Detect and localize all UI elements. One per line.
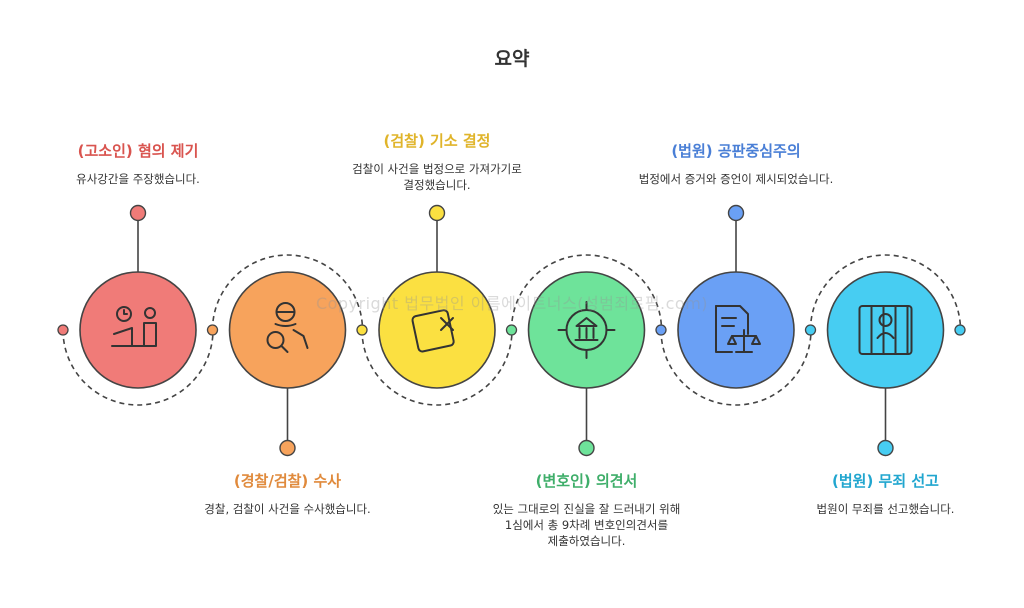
junction-dot [655, 324, 667, 336]
description-line: 결정했습니다. [403, 178, 471, 192]
courthouse-target-icon-part [557, 301, 616, 359]
step-circle [826, 271, 945, 389]
stem-dot [877, 439, 894, 457]
person-at-desk-icon-part [116, 306, 132, 322]
junction-dot [206, 324, 219, 336]
description-line: 경찰, 검찰이 사건을 수사했습니다. [204, 502, 371, 516]
person-at-desk-icon-part [143, 322, 157, 347]
stem-dot [129, 204, 147, 222]
step-title: (법원) 무죄 선고 [832, 472, 939, 490]
stem-dot [428, 204, 446, 222]
connector-arc [62, 329, 214, 406]
step-description: 법원이 무죄를 선고했습니다. [766, 501, 1006, 517]
connector-arc [510, 254, 663, 331]
document-scales-icon-part [735, 329, 753, 353]
junction-dot [804, 324, 817, 336]
courthouse-target-icon-part [575, 317, 598, 327]
step-title: (법원) 공판중심주의 [671, 142, 801, 160]
junction-dot [505, 324, 518, 336]
description-line: 법정에서 증거와 증언이 제시되었습니다. [638, 172, 834, 186]
document-scales-icon-part [721, 317, 737, 327]
person-at-desk-icon-part [123, 309, 128, 315]
stem-dot [727, 204, 745, 222]
connector-arc [211, 254, 364, 331]
investigator-magnifier-icon-part [280, 345, 289, 353]
investigator-magnifier-icon-part [292, 329, 309, 349]
description-line: 제출하였습니다. [547, 534, 626, 548]
stem-dot [578, 439, 595, 457]
step-title: (경찰/검찰) 수사 [233, 472, 342, 490]
junction-dot [954, 324, 966, 336]
document-x-icon [411, 309, 455, 353]
description-line: 법원이 무죄를 선고했습니다. [816, 502, 955, 516]
step-description: 유사강간을 주장했습니다. [18, 171, 258, 187]
courthouse-target-icon-part [574, 327, 599, 341]
document-scales-icon-part [715, 305, 733, 353]
step-circle [677, 271, 795, 389]
step-description: 경찰, 검찰이 사건을 수사했습니다. [168, 501, 408, 517]
document-scales-icon-part [727, 335, 761, 345]
person-at-desk-icon-part [113, 327, 133, 347]
courthouse-target-icon [557, 301, 616, 359]
document-scales-icon [715, 305, 761, 353]
person-at-desk-icon [111, 306, 157, 347]
connector-arc [809, 254, 962, 331]
junction-dot [57, 324, 69, 336]
page-title: 요약 [494, 48, 530, 70]
person-behind-bars-icon-part [876, 332, 895, 339]
document-x-icon-part [440, 317, 454, 331]
person-behind-bars-icon [858, 305, 913, 355]
step-description: 법정에서 증거와 증언이 제시되었습니다. [616, 171, 856, 187]
description-line: 있는 그대로의 진실을 잘 드러내기 위해 [492, 502, 681, 516]
stem-dot [279, 439, 296, 457]
step-circle [378, 271, 496, 389]
step-circle [228, 271, 347, 389]
person-at-desk-icon-part [144, 307, 156, 319]
investigator-magnifier-icon-part [266, 331, 285, 349]
connector-arc [361, 329, 513, 406]
investigator-magnifier-icon [266, 302, 309, 353]
step-title: (검찰) 기소 결정 [383, 132, 491, 150]
description-line: 유사강간을 주장했습니다. [76, 172, 200, 186]
person-behind-bars-icon-part [858, 305, 913, 355]
step-circle [79, 271, 197, 389]
watermark-text: Copyright 법무법인 이름에이트너스(성범죄로펌.com) [315, 294, 709, 313]
step-title: (변호인) 의견서 [535, 472, 638, 490]
junction-dot [356, 324, 368, 336]
person-behind-bars-icon-part [870, 305, 909, 355]
description-line: 1심에서 총 9차례 변호인의견서를 [504, 518, 669, 532]
connector-arc [660, 329, 812, 406]
document-scales-icon-part [715, 305, 749, 335]
description-line: 검찰이 사건을 법정으로 가져가기로 [352, 162, 522, 176]
investigator-magnifier-icon-part [274, 323, 297, 327]
step-title: (고소인) 혐의 제기 [77, 142, 199, 160]
person-behind-bars-icon-part [878, 313, 893, 327]
